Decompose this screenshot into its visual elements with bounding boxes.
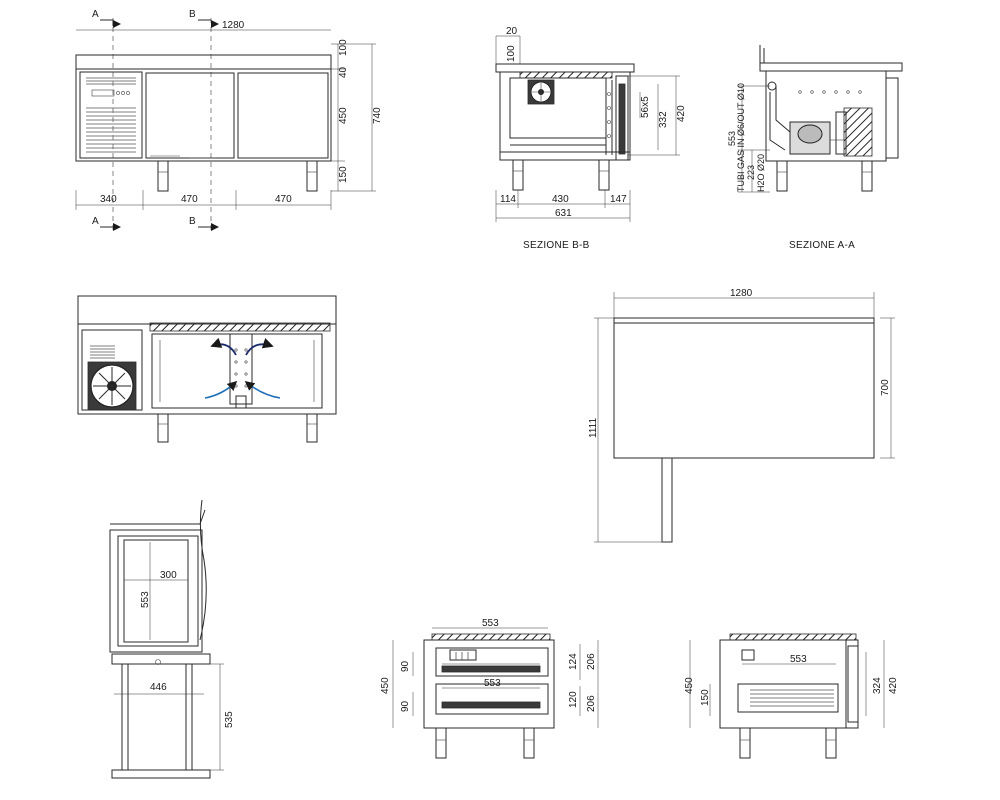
dim-width-1280: 1280	[222, 20, 245, 31]
section-marker-a-bottom: A	[92, 216, 99, 227]
dim-100-b: 100	[506, 45, 517, 62]
dim-420-basket: 420	[888, 677, 899, 694]
dim-150: 150	[338, 166, 349, 183]
dim-300: 300	[160, 570, 177, 581]
dim-553-aa: 553	[727, 131, 737, 146]
dim-450: 450	[338, 107, 349, 124]
dim-120: 120	[568, 691, 579, 708]
front-cutaway-airflow	[77, 295, 337, 443]
label-water: H2O Ø20	[756, 154, 766, 192]
engine-grille-top	[86, 77, 136, 85]
basket-grille	[750, 689, 834, 707]
dim-150-basket: 150	[700, 689, 711, 706]
dim-1280-plan: 1280	[730, 288, 753, 299]
dim-700: 700	[880, 379, 891, 396]
front-view: A B A B 1280	[75, 9, 383, 231]
dim-553-basket: 553	[790, 654, 807, 665]
dim-206-a: 206	[586, 653, 597, 670]
section-marker-b-top: B	[189, 9, 196, 20]
caption-sezione-bb: SEZIONE B-B	[523, 240, 590, 251]
dim-340: 340	[100, 194, 117, 205]
caption-sezione-aa: SEZIONE A-A	[789, 240, 855, 251]
dim-90-b: 90	[400, 700, 411, 712]
drawer-view: 553 553 450 90 90 124 206 120 206	[380, 618, 599, 759]
dim-90-a: 90	[400, 660, 411, 672]
dim-420: 420	[676, 105, 687, 122]
side-section: 300 553 446 535	[109, 499, 235, 779]
dim-324: 324	[872, 677, 883, 694]
label-gas-pipes: TUBI GAS IN Ø6/OUT Ø10	[736, 83, 746, 192]
dim-56x5: 56x5	[640, 96, 651, 118]
top-plan: 1280 700 1111	[588, 288, 895, 543]
section-marker-a-top: A	[92, 9, 99, 20]
dim-223: 223	[746, 165, 756, 180]
engine-grille-bottom	[86, 107, 136, 153]
dim-553-drawer-mid: 553	[484, 678, 501, 689]
drawer-grille-top	[455, 652, 469, 660]
dim-446: 446	[150, 682, 167, 693]
dim-147: 147	[610, 194, 627, 205]
dim-206-b: 206	[586, 695, 597, 712]
door-1	[145, 72, 235, 159]
dim-450-drawer: 450	[380, 677, 391, 694]
dim-1111: 1111	[588, 418, 599, 438]
dim-114: 114	[500, 194, 516, 205]
dim-124: 124	[568, 653, 579, 670]
door-2	[237, 72, 329, 159]
section-marker-b-bottom: B	[189, 216, 196, 227]
basket-view: 553 450 150 324 420	[684, 633, 899, 759]
dim-553-drawer-top: 553	[482, 618, 499, 629]
dim-20: 20	[506, 26, 518, 37]
dim-740: 740	[372, 107, 383, 124]
dim-470-a: 470	[181, 194, 198, 205]
section-aa: 553 TUBI GAS IN Ø6/OUT Ø10 223 H2O Ø20 S…	[727, 45, 903, 251]
dim-100: 100	[338, 39, 349, 56]
dim-40: 40	[338, 66, 349, 78]
dim-430: 430	[552, 194, 569, 205]
dim-332: 332	[658, 111, 669, 128]
cutaway-grille	[90, 345, 115, 359]
dim-450-basket: 450	[684, 677, 695, 694]
dim-553-side: 553	[140, 591, 151, 608]
dim-631: 631	[555, 208, 572, 219]
dim-535: 535	[224, 711, 235, 728]
section-bb: 20 100 56x5	[495, 26, 687, 251]
dim-470-b: 470	[275, 194, 292, 205]
